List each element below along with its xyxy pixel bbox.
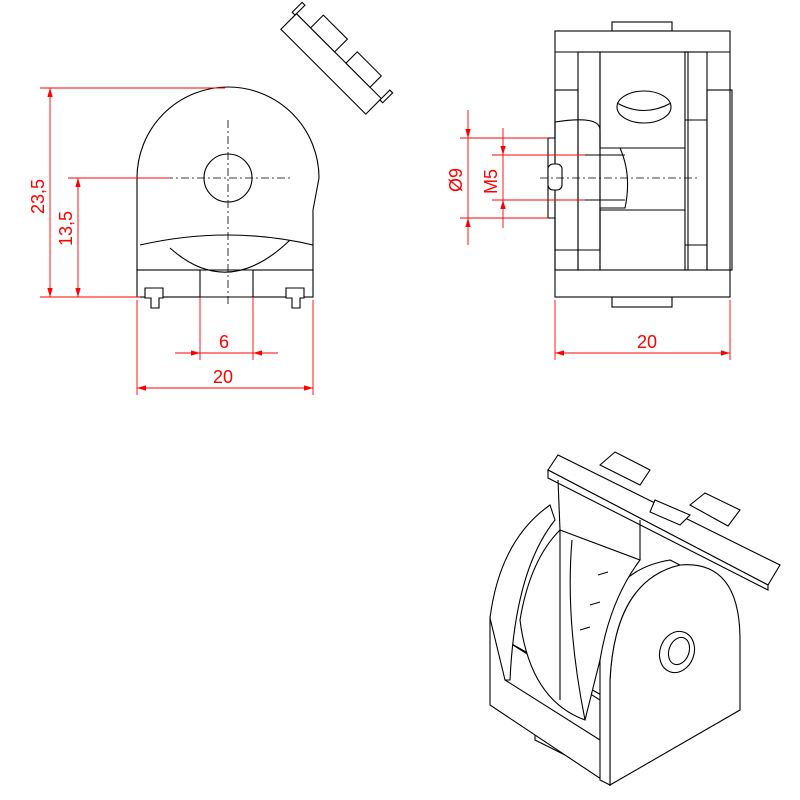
slot-ellipse: [616, 90, 672, 124]
dim-thread: M5: [481, 169, 501, 194]
front-body: [554, 30, 731, 298]
bolt-section: [547, 119, 629, 251]
dim-height-total: 23,5: [28, 179, 48, 214]
side-view: 23,5 13,5 6 20: [28, 1, 394, 395]
dim-hole-height: 13,5: [56, 211, 76, 246]
base-section-left: [136, 269, 201, 298]
rotated-plate: [280, 1, 394, 115]
dim-diameter: Ø9: [446, 168, 466, 192]
dim-width-side: 20: [213, 367, 233, 387]
front-view: Ø9 M5 20: [446, 21, 733, 360]
dim-width-front: 20: [637, 332, 657, 352]
dim-slot-width: 6: [219, 332, 229, 352]
base-section-right: [252, 269, 314, 298]
arch-body: [136, 86, 320, 271]
isometric-view: [489, 451, 781, 787]
